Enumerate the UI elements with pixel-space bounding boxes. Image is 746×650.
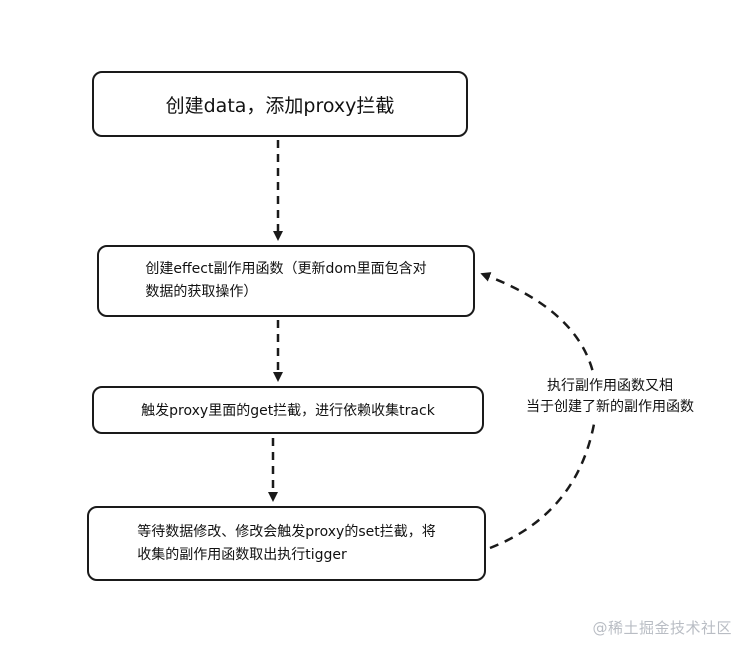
step-get-track-node: 触发proxy里面的get拦截，进行依赖收集track [92, 386, 484, 434]
loop-annotation: 执行副作用函数又相 当于创建了新的副作用函数 [505, 376, 715, 418]
loop-annotation-line2: 当于创建了新的副作用函数 [526, 399, 694, 415]
step-set-trigger-label-line1: 等待数据修改、修改会触发proxy的set拦截，将 [137, 523, 436, 540]
step-set-trigger-label-line2: 收集的副作用函数取出执行tigger [137, 546, 347, 563]
step-get-track-label: 触发proxy里面的get拦截，进行依赖收集track [141, 403, 435, 419]
step-create-effect-node: 创建effect副作用函数（更新dom里面包含对 数据的获取操作） [97, 245, 475, 317]
step-create-data-label: 创建data，添加proxy拦截 [165, 94, 395, 117]
step-create-data-node: 创建data，添加proxy拦截 [92, 71, 468, 137]
watermark: @稀土掘金技术社区 [592, 619, 732, 637]
loop-annotation-line1: 执行副作用函数又相 [547, 378, 673, 394]
step-set-trigger-node: 等待数据修改、修改会触发proxy的set拦截，将 收集的副作用函数取出执行ti… [87, 506, 486, 581]
step-create-effect-label-line2: 数据的获取操作） [145, 284, 258, 300]
step-create-effect-label-line1: 创建effect副作用函数（更新dom里面包含对 [145, 261, 427, 277]
